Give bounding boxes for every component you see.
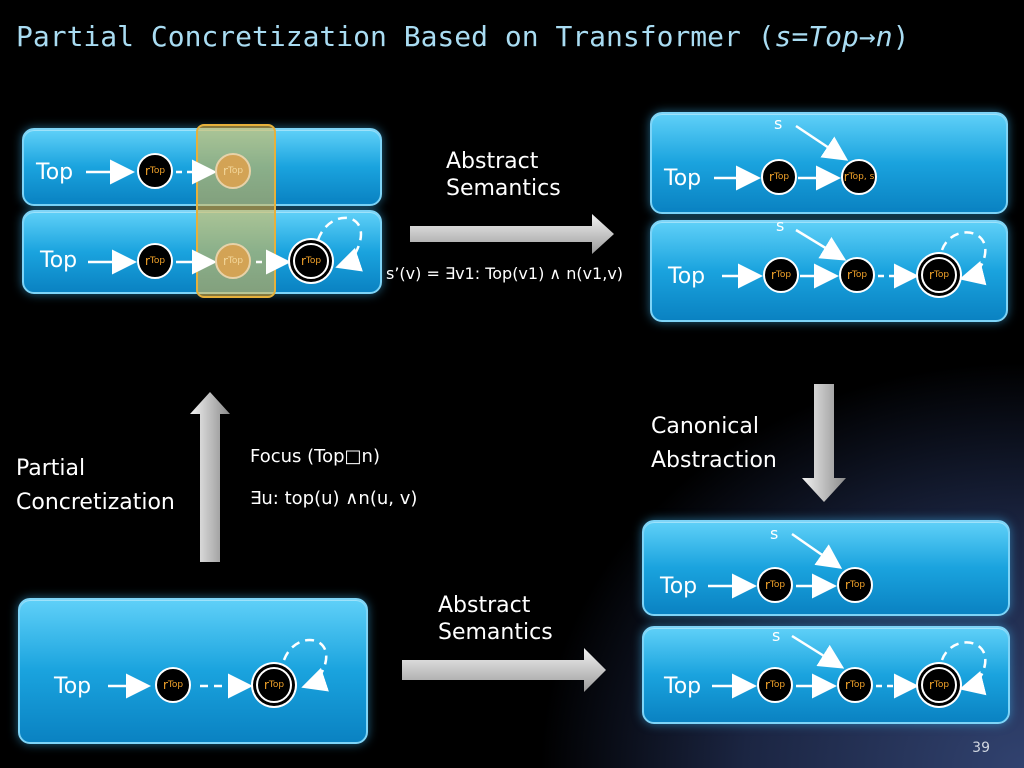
- label-line: Canonical: [651, 414, 759, 439]
- title-text: Partial Concretization Based on Transfor…: [16, 20, 775, 53]
- s-label: s: [770, 524, 779, 543]
- label-line: Semantics: [446, 176, 561, 201]
- abstract-structure-box: [18, 598, 368, 744]
- abstract-semantics-arrow-top: [410, 214, 614, 254]
- top-label: Top: [660, 574, 698, 599]
- s-label: s: [772, 626, 781, 645]
- top-label: Top: [36, 160, 74, 185]
- label-line: Abstraction: [651, 448, 777, 473]
- slide-title: Partial Concretization Based on Transfor…: [16, 20, 909, 53]
- label-line: Concretization: [16, 490, 175, 515]
- label-line: Abstract: [446, 149, 539, 174]
- top-label: Top: [664, 674, 702, 699]
- title-arrow: →: [858, 20, 876, 53]
- partial-concretization-arrow: [190, 392, 230, 562]
- canonical-abstraction-label: Canonical Abstraction: [651, 410, 777, 478]
- title-eq: =: [791, 20, 809, 53]
- top-label: Top: [668, 264, 706, 289]
- canonical-abstraction-arrow: [802, 384, 846, 502]
- page-number: 39: [972, 740, 990, 756]
- label-line: Partial: [16, 456, 86, 481]
- s-label: s: [774, 114, 783, 133]
- label-line: Semantics: [438, 620, 553, 645]
- title-close: ): [892, 20, 910, 53]
- abstract-semantics-label-bottom: Abstract Semantics: [438, 592, 553, 646]
- title-n: n: [875, 20, 893, 53]
- partial-concretization-label: Partial Concretization: [16, 452, 175, 520]
- focus-formula: ∃u: top(u) ∧n(u, v): [250, 488, 418, 509]
- title-top: Top: [808, 20, 859, 53]
- top-label: Top: [54, 674, 92, 699]
- label-line: Abstract: [438, 593, 531, 618]
- abstract-semantics-label-top: Abstract Semantics: [446, 148, 561, 202]
- top-label: Top: [664, 166, 702, 191]
- abstract-semantics-arrow-bottom: [402, 648, 606, 692]
- top-label: Top: [40, 248, 78, 273]
- s-label: s: [776, 216, 785, 235]
- result-structure-box-1: [650, 112, 1008, 214]
- canonical-structure-box-1: [642, 520, 1010, 616]
- focus-label: Focus (Top□n): [250, 446, 380, 467]
- transformer-equation: s’(v) = ∃v1: Top(v1) ∧ n(v1,v): [386, 264, 624, 283]
- title-s: s: [774, 20, 792, 53]
